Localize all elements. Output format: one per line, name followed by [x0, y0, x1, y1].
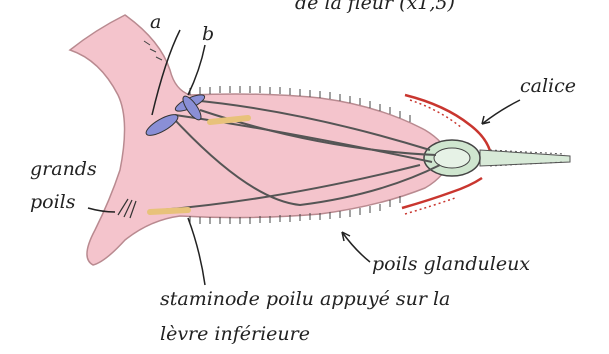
label-b: b: [202, 23, 214, 45]
label-a: a: [150, 11, 161, 33]
figure-title: de la fleur (x1,5): [295, 0, 455, 14]
pedicel: [480, 150, 570, 166]
label-poils-glanduleux: poils glanduleux: [372, 253, 530, 275]
label-staminode-2: lèvre inférieure: [160, 323, 310, 345]
label-grands-poils-2: poils: [30, 191, 76, 213]
staminode: [150, 210, 188, 212]
pointer-calice: [482, 100, 520, 124]
label-calice: calice: [520, 75, 576, 97]
pointer-staminode: [188, 218, 205, 285]
label-grands-poils-1: grands: [30, 158, 97, 180]
staminode-upper: [210, 118, 248, 122]
label-staminode-1: staminode poilu appuyé sur la: [160, 288, 450, 310]
pointer-poils-glanduleux: [342, 232, 370, 262]
pointer-b: [188, 45, 205, 95]
